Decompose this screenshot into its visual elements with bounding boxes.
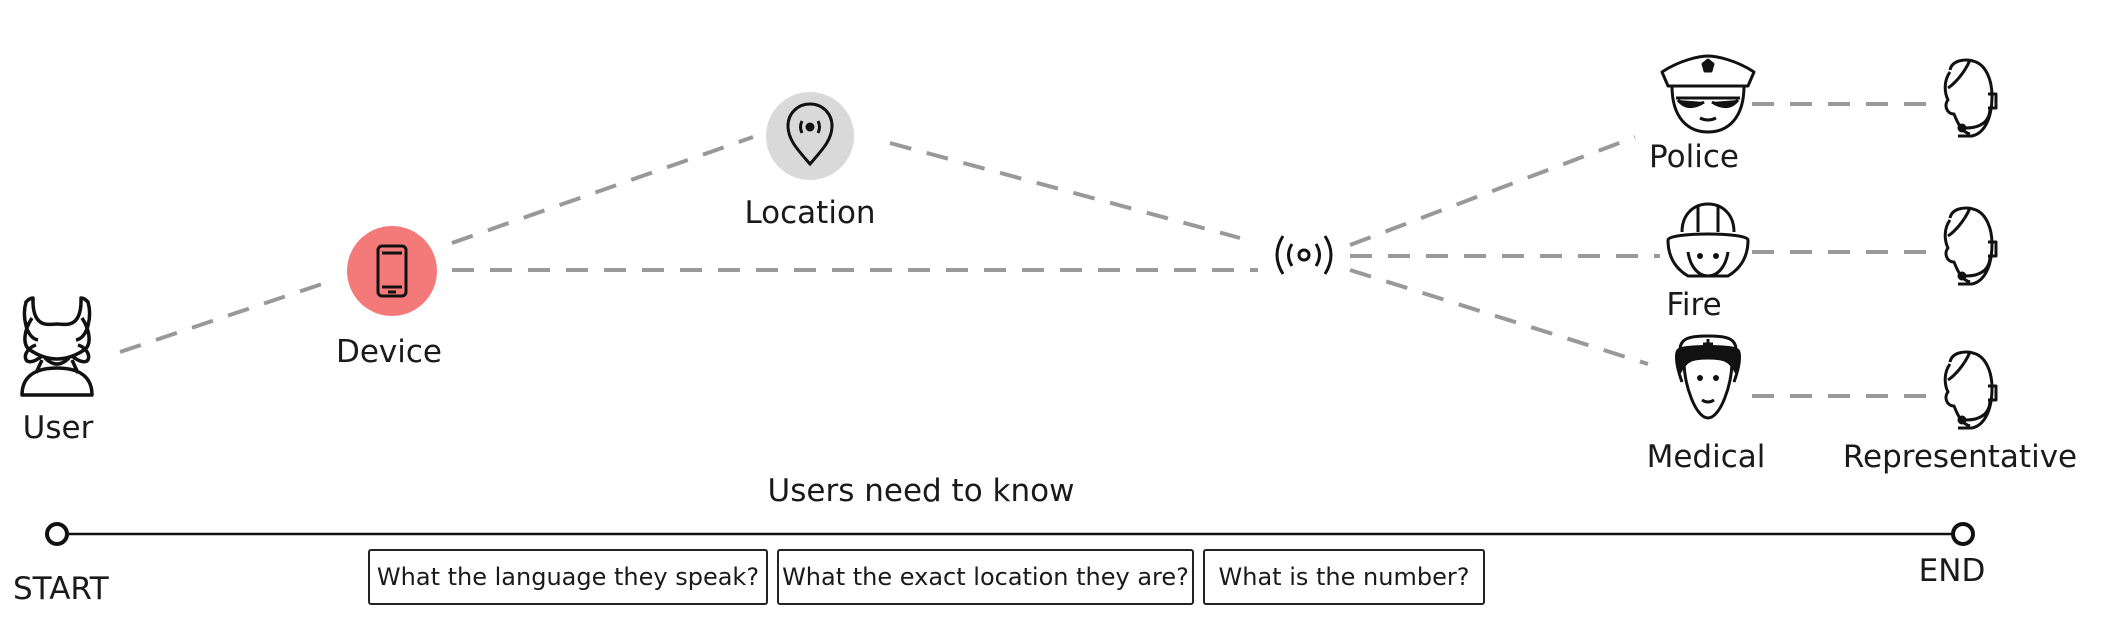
headset-operator-icon xyxy=(1943,58,1998,138)
question-language: What the language they speak? xyxy=(368,549,768,605)
medical-label: Medical xyxy=(1646,439,1766,475)
headset-operator-icon xyxy=(1943,206,1998,286)
timeline-title: Users need to know xyxy=(767,473,1075,509)
police-label: Police xyxy=(1649,139,1739,175)
nurse-icon xyxy=(1675,334,1741,420)
connector-location-hub xyxy=(889,141,1241,240)
phone-icon xyxy=(376,244,408,298)
connector-hub-medical xyxy=(1349,268,1649,366)
question-number: What is the number? xyxy=(1203,549,1485,605)
device-circle xyxy=(347,226,437,316)
connector-hub-police xyxy=(1349,135,1636,247)
location-circle xyxy=(766,92,854,180)
user-icon xyxy=(20,296,94,397)
end-label: END xyxy=(1918,553,1986,589)
broadcast-icon xyxy=(1275,235,1333,275)
firefighter-icon xyxy=(1666,202,1750,278)
headset-operator-icon xyxy=(1943,350,1998,430)
connector-device-location xyxy=(451,135,754,245)
representative-label: Representative xyxy=(1842,439,2078,475)
start-label: START xyxy=(13,571,109,607)
timeline-end-marker xyxy=(1951,522,1975,546)
timeline-start-marker xyxy=(45,522,69,546)
fire-label: Fire xyxy=(1666,287,1722,323)
location-pin-icon xyxy=(786,102,834,167)
device-label: Device xyxy=(335,334,443,370)
connectors xyxy=(119,102,1935,398)
question-location: What the exact location they are? xyxy=(777,549,1194,605)
police-officer-icon xyxy=(1660,54,1756,134)
user-label: User xyxy=(22,410,94,446)
location-label: Location xyxy=(744,195,876,231)
connector-user-device xyxy=(119,281,326,354)
